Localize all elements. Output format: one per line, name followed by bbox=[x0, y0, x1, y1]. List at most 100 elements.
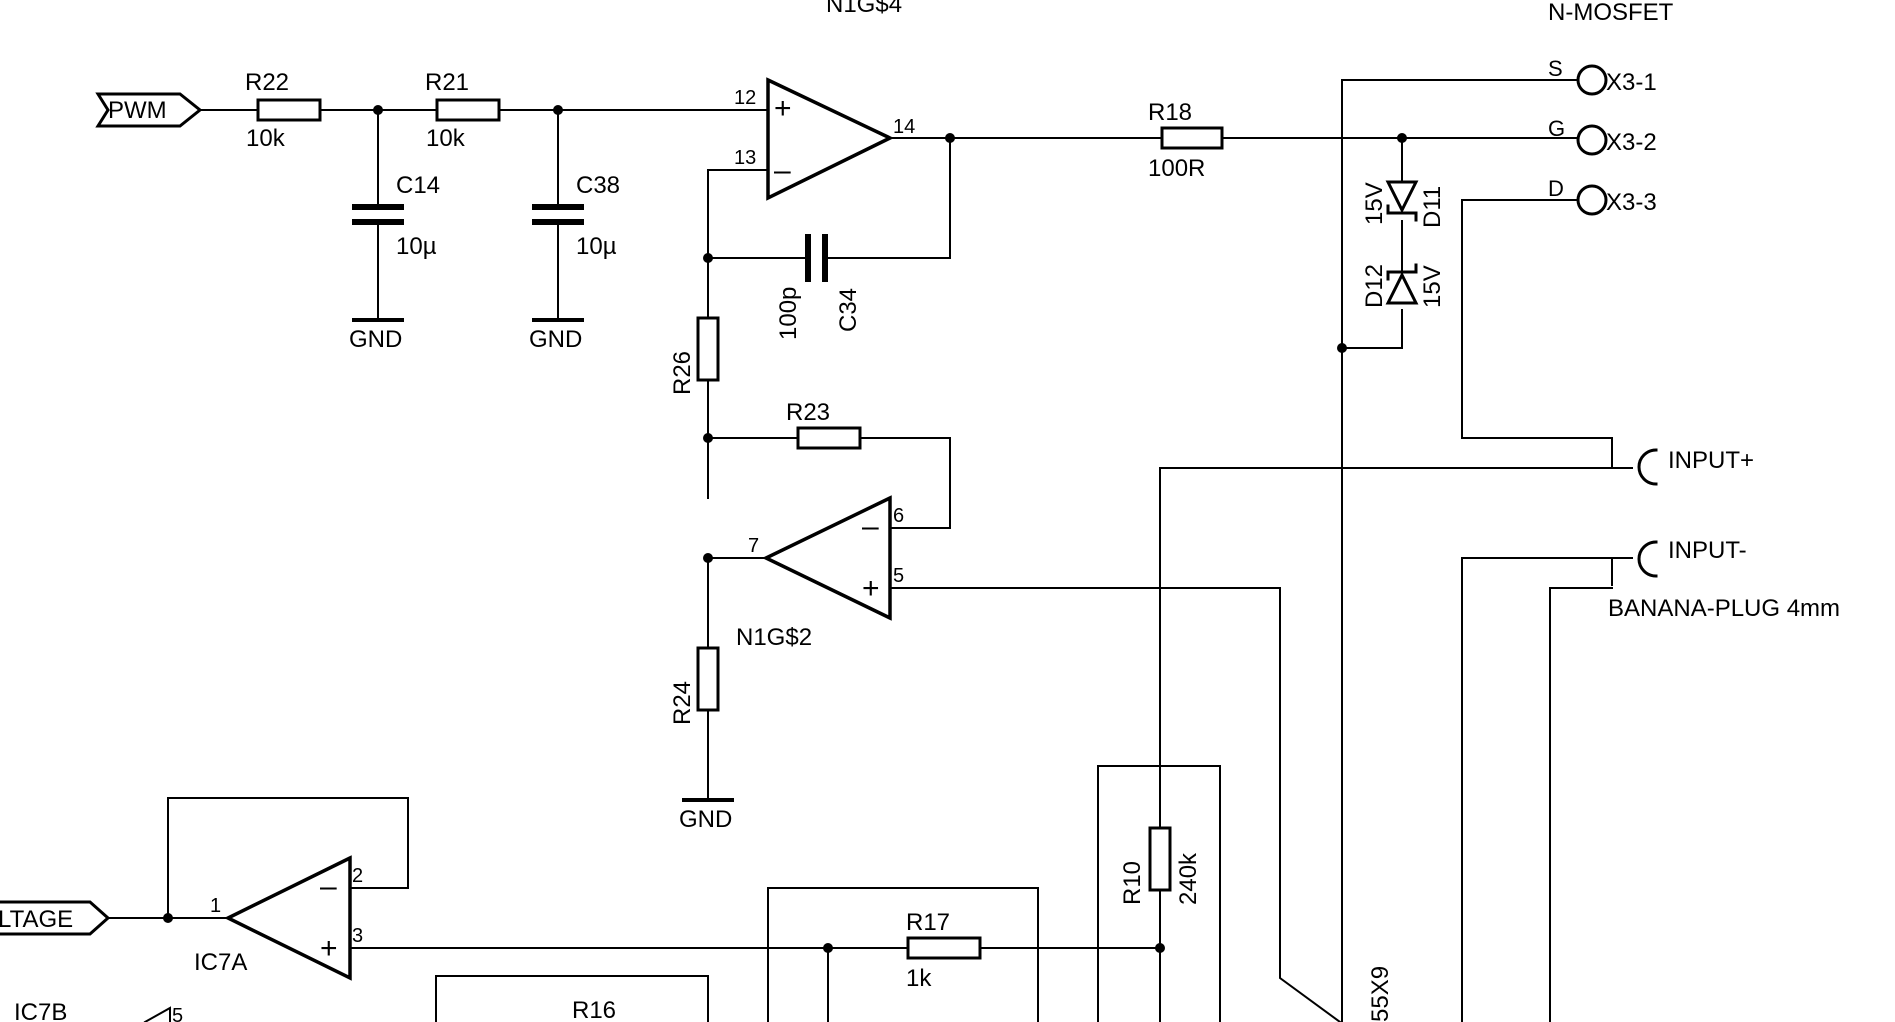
n1g4-pin-plus: 12 bbox=[734, 87, 756, 109]
opamp-plus-sign: + bbox=[320, 932, 338, 965]
capacitor-c34: 100p C34 bbox=[775, 234, 862, 340]
gnd-label: GND bbox=[529, 326, 582, 353]
resistor-r23: R23 bbox=[786, 399, 862, 450]
resistor-r21: R21 10k bbox=[425, 69, 501, 152]
n1g4-pin-out: 14 bbox=[893, 116, 915, 138]
terminal-circle-icon bbox=[1576, 184, 1608, 216]
pin-label: X3-1 bbox=[1606, 69, 1657, 96]
n1g2-pin-out: 7 bbox=[748, 535, 759, 557]
ic7a-pin-plus: 3 bbox=[352, 925, 363, 947]
mosfet-pin-d[interactable]: D X3-3 bbox=[1548, 176, 1657, 216]
terminal-circle-icon bbox=[1576, 64, 1608, 96]
d11-name: D11 bbox=[1419, 186, 1446, 228]
n1g2-pin-minus: 6 bbox=[893, 505, 904, 527]
resistor-r10: R10 240k bbox=[1119, 826, 1202, 905]
mosfet-title: N-MOSFET bbox=[1548, 0, 1674, 26]
d12-value: 15V bbox=[1419, 265, 1446, 308]
opamp-n1g2: – + 6 5 7 N1G$2 bbox=[736, 495, 904, 651]
n1g4-name: N1G$4 bbox=[826, 0, 902, 18]
r18-value: 100R bbox=[1148, 155, 1205, 182]
junction-dot bbox=[1397, 133, 1407, 143]
junction-dot bbox=[703, 553, 713, 563]
n1g2-pin-plus: 5 bbox=[893, 565, 904, 587]
resistor-r24: R24 bbox=[669, 646, 720, 725]
r10-value: 240k bbox=[1175, 852, 1202, 905]
pin-label: X3-3 bbox=[1606, 189, 1657, 216]
ic7a-pin-minus: 2 bbox=[352, 865, 363, 887]
pin-label: X3-2 bbox=[1606, 129, 1657, 156]
resistor-r22: R22 10k bbox=[245, 69, 322, 152]
junction-dot bbox=[945, 133, 955, 143]
mosfet-pin-g[interactable]: G X3-2 bbox=[1548, 116, 1657, 156]
ic7a-pin-out: 1 bbox=[210, 895, 221, 917]
input-minus-jack[interactable]: INPUT- BANANA-PLUG 4mm bbox=[1608, 537, 1840, 622]
input-minus-label: INPUT- bbox=[1668, 537, 1747, 564]
opamp-plus-sign: + bbox=[774, 92, 792, 125]
pin-letter: G bbox=[1548, 116, 1565, 141]
junction-dot bbox=[163, 913, 173, 923]
input-plus-label: INPUT+ bbox=[1668, 447, 1754, 474]
ground-r24: GND bbox=[679, 798, 734, 833]
resistor-r26: R26 bbox=[669, 316, 720, 395]
c14-value: 10µ bbox=[396, 233, 437, 260]
c38-name: C38 bbox=[576, 172, 620, 199]
capacitor-c38: C38 10µ bbox=[532, 172, 620, 260]
r21-name: R21 bbox=[425, 69, 469, 96]
diode-d12: D12 15V bbox=[1361, 263, 1446, 308]
ic7a-name: IC7A bbox=[194, 949, 247, 976]
junction-dot bbox=[1155, 943, 1165, 953]
r23-name: R23 bbox=[786, 399, 830, 426]
resistor-r17: R17 1k bbox=[906, 909, 982, 992]
r17-name: R17 bbox=[906, 909, 950, 936]
port-voltage: LTAGE bbox=[0, 900, 111, 936]
pin-letter: D bbox=[1548, 176, 1564, 201]
c14-name: C14 bbox=[396, 172, 440, 199]
r17-value: 1k bbox=[906, 965, 932, 992]
r10-name: R10 bbox=[1119, 861, 1146, 905]
junctions bbox=[163, 105, 1407, 953]
capacitor-c14: C14 10µ bbox=[352, 172, 440, 260]
c34-name: C34 bbox=[835, 288, 862, 332]
ground-c14: GND bbox=[349, 318, 404, 353]
gnd-label: GND bbox=[679, 806, 732, 833]
n1g4-pin-minus: 13 bbox=[734, 147, 756, 169]
opamp-ic7b: IC7B 5 bbox=[14, 999, 183, 1022]
jack-icon bbox=[1637, 448, 1658, 486]
r22-value: 10k bbox=[246, 125, 286, 152]
r16-name: R16 bbox=[572, 997, 616, 1022]
opamp-minus-sign: – bbox=[320, 870, 337, 903]
d12-name: D12 bbox=[1361, 264, 1388, 308]
diode-d11: 15V D11 bbox=[1361, 180, 1446, 228]
jack-icon bbox=[1637, 540, 1658, 578]
n1g2-name: N1G$2 bbox=[736, 624, 812, 651]
pin-letter: S bbox=[1548, 56, 1563, 81]
d11-value: 15V bbox=[1361, 182, 1388, 225]
opamp-n1g4: + – 12 13 14 N1G$4 bbox=[734, 0, 915, 201]
gnd-label: GND bbox=[349, 326, 402, 353]
input-plus-jack[interactable]: INPUT+ bbox=[1637, 447, 1754, 486]
ic7b-name: IC7B bbox=[14, 999, 67, 1022]
port-voltage-label: LTAGE bbox=[0, 906, 73, 933]
c38-value: 10µ bbox=[576, 233, 617, 260]
r22-name: R22 bbox=[245, 69, 289, 96]
junction-dot bbox=[703, 253, 713, 263]
input-connector-label: BANANA-PLUG 4mm bbox=[1608, 595, 1840, 622]
resistor-r18: R18 100R bbox=[1148, 99, 1224, 182]
junction-dot bbox=[703, 433, 713, 443]
r26-name: R26 bbox=[669, 351, 696, 395]
opamp-ic7a: – + 2 3 1 IC7A bbox=[194, 855, 363, 981]
mosfet-connector: N-MOSFET S X3-1 G X3-2 D X3-3 bbox=[1548, 0, 1674, 216]
junction-dot bbox=[823, 943, 833, 953]
junction-dot bbox=[373, 105, 383, 115]
c34-value: 100p bbox=[775, 287, 802, 340]
ic7b-pin: 5 bbox=[172, 1005, 183, 1022]
r18-name: R18 bbox=[1148, 99, 1192, 126]
opamp-minus-sign: – bbox=[862, 510, 879, 543]
port-pwm-label: PWM bbox=[108, 97, 167, 124]
resistor-r16: R16 bbox=[572, 997, 616, 1022]
terminal-circle-icon bbox=[1576, 124, 1608, 156]
r21-value: 10k bbox=[426, 125, 466, 152]
ground-c38: GND bbox=[529, 318, 584, 353]
opamp-plus-sign: + bbox=[862, 572, 880, 605]
mosfet-pin-s[interactable]: S X3-1 bbox=[1548, 56, 1657, 96]
